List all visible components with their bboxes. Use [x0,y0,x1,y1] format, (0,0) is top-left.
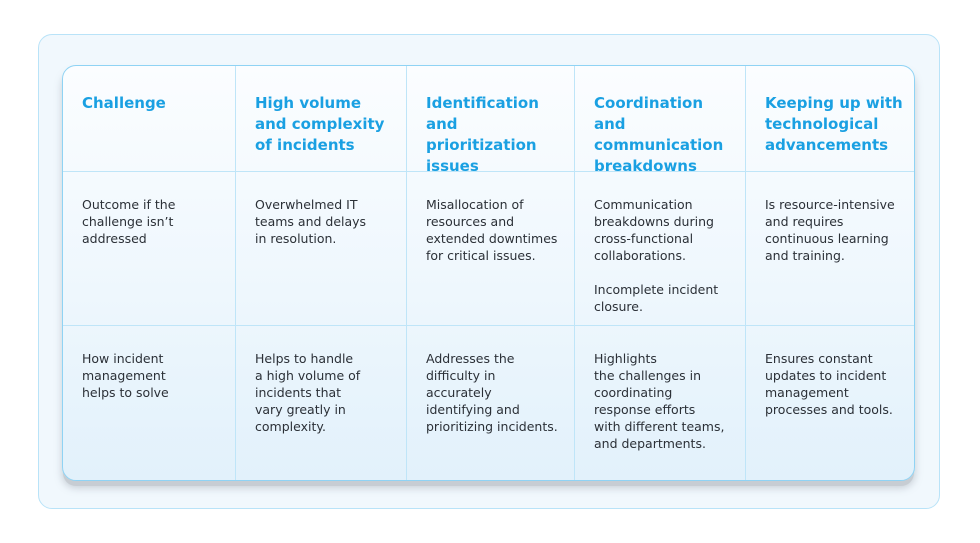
table-cell: Addresses the difficulty in accurately i… [407,326,575,480]
table-cell: Highlights the challenges in coordinatin… [575,326,746,480]
header-text: Coordination and communication breakdown… [594,94,724,175]
header-technology: Keeping up with technological advancemen… [746,66,914,172]
row-label: Outcome if the challenge isn’t addressed [82,197,176,246]
cell-text: Addresses the difficulty in accurately i… [426,351,558,434]
row-label: How incident management helps to solve [82,351,169,400]
cell-text: Incomplete incident closure. [594,282,719,314]
header-text: Identification and prioritization issues [426,94,539,175]
cell-text: Communication breakdowns during cross-fu… [594,197,714,263]
cell-text: Overwhelmed IT teams and delays in resol… [255,197,367,246]
row-label-outcome: Outcome if the challenge isn’t addressed [63,172,236,326]
header-text: Challenge [82,94,166,112]
cell-text: Misallocation of resources and extended … [426,197,558,263]
header-text: Keeping up with technological advancemen… [765,94,903,154]
table-cell: Is resource-intensive and requires conti… [746,172,914,326]
table-cell: Communication breakdowns during cross-fu… [575,172,746,326]
cell-text: Helps to handle a high volume of inciden… [255,351,361,434]
header-coordination: Coordination and communication breakdown… [575,66,746,175]
table-cell: Misallocation of resources and extended … [407,172,575,326]
header-text: High volume and complexity of incidents [255,94,385,154]
challenges-table: Challenge High volume and complexity of … [62,65,915,481]
row-label-solve: How incident management helps to solve [63,326,236,480]
table-cell: Ensures constant updates to incident man… [746,326,914,480]
cell-text: Highlights the challenges in coordinatin… [594,351,725,451]
header-identification: Identification and prioritization issues [407,66,575,175]
table-cell: Overwhelmed IT teams and delays in resol… [236,172,407,326]
cell-text: Ensures constant updates to incident man… [765,351,893,417]
table-cell: Helps to handle a high volume of inciden… [236,326,407,480]
header-challenge: Challenge [63,66,236,172]
cell-text: Is resource-intensive and requires conti… [765,197,895,263]
header-high-volume: High volume and complexity of incidents [236,66,407,172]
